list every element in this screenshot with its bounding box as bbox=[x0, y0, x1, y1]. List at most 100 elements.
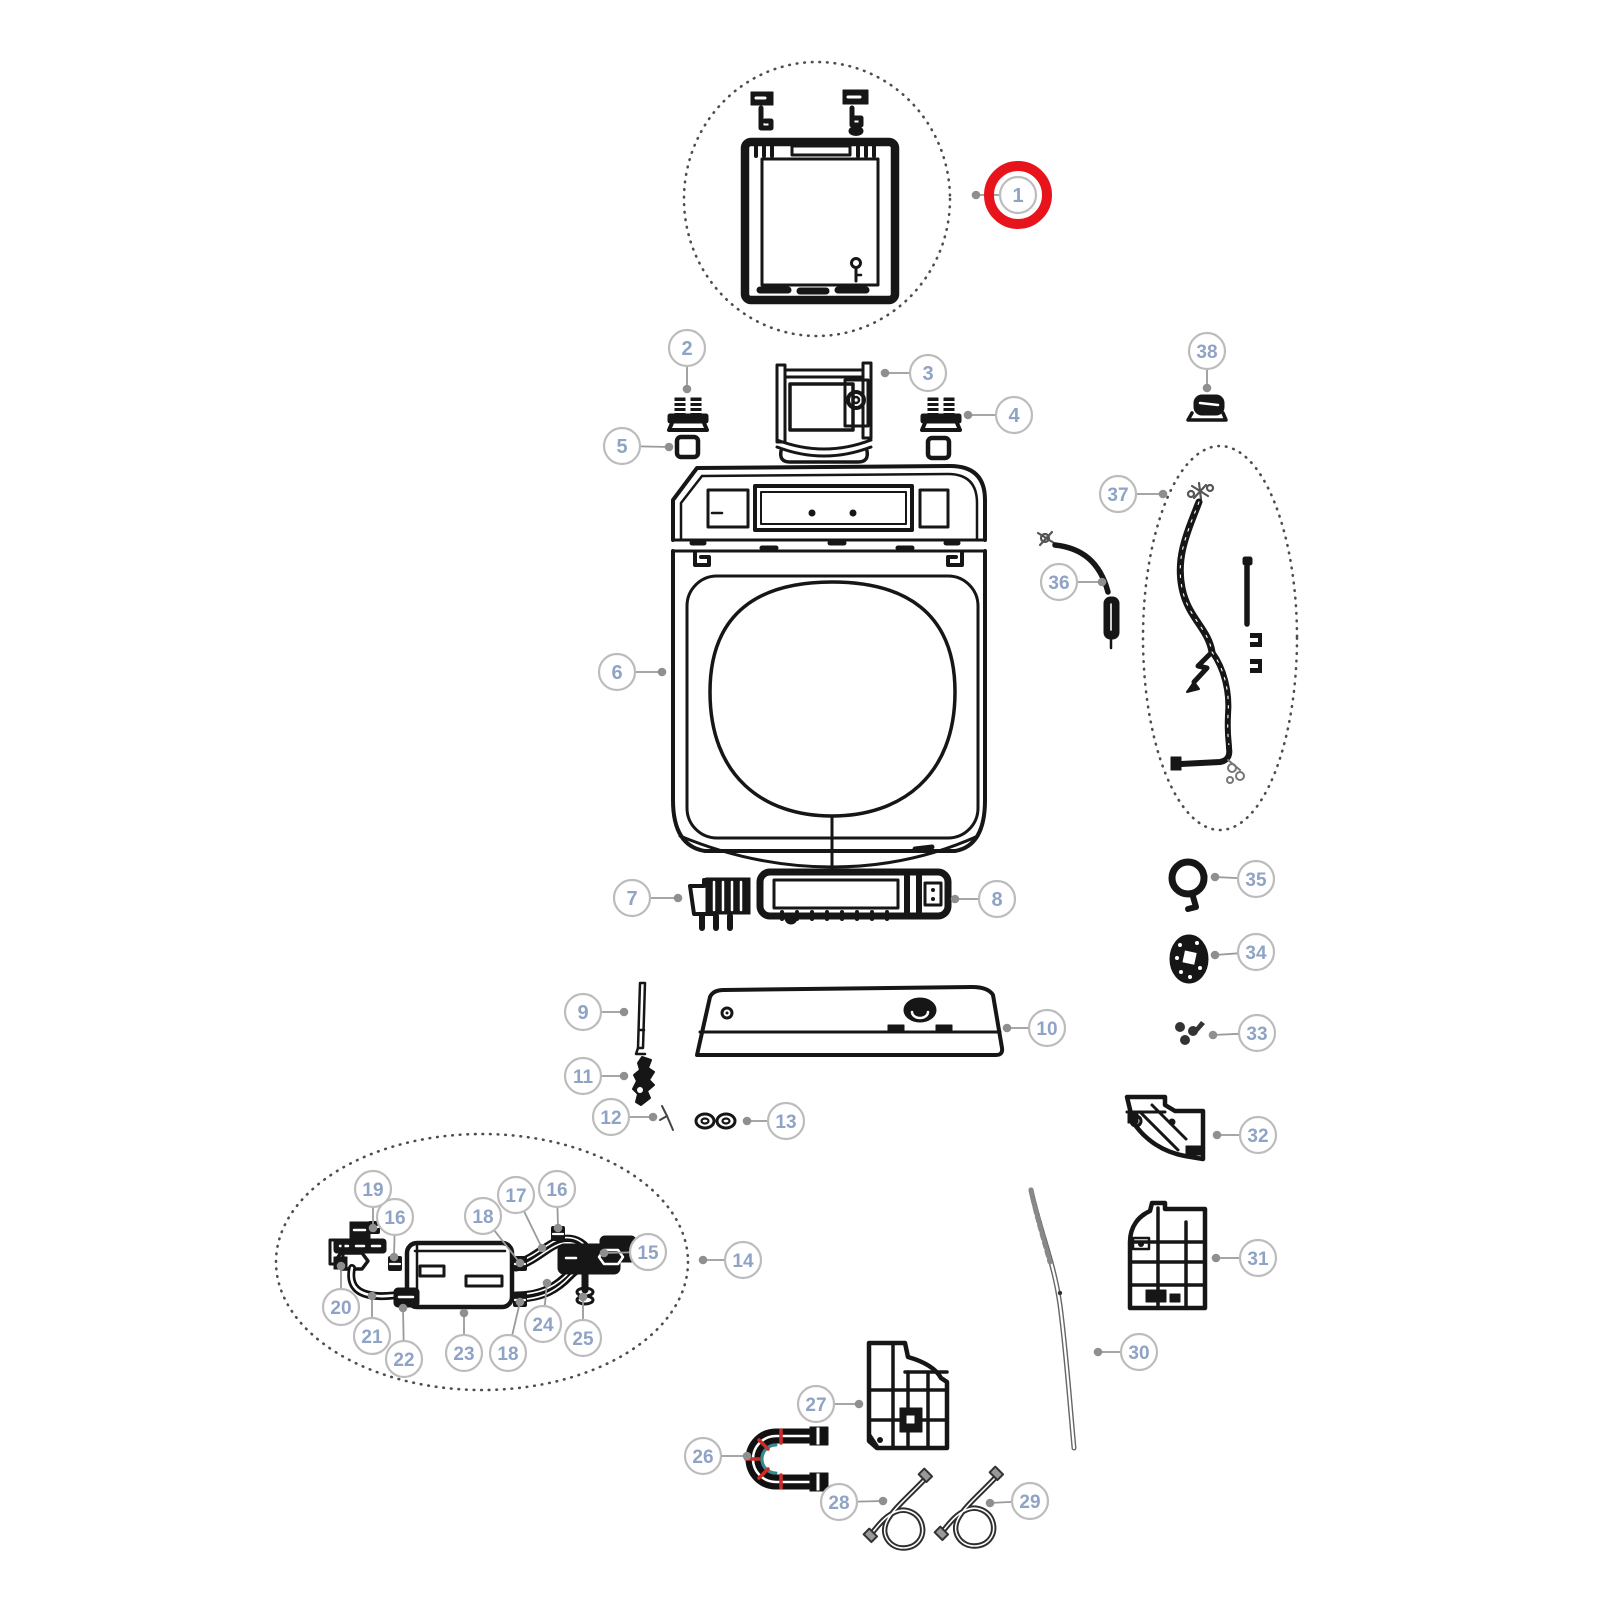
callout-36-circle[interactable] bbox=[1039, 562, 1079, 602]
callout-19[interactable]: 19 bbox=[353, 1169, 393, 1233]
callout-16-right[interactable]: 16 bbox=[537, 1169, 577, 1233]
callout-15-anchor-dot bbox=[599, 1248, 609, 1258]
callout-16-right-circle[interactable] bbox=[537, 1169, 577, 1209]
callout-38[interactable]: 38 bbox=[1187, 331, 1227, 393]
callout-5-circle[interactable] bbox=[602, 426, 642, 466]
callout-8[interactable]: 8 bbox=[950, 879, 1017, 919]
callout-30[interactable]: 30 bbox=[1093, 1332, 1159, 1372]
callout-18-bottom[interactable]: 18 bbox=[488, 1297, 528, 1373]
callout-16-left-circle[interactable] bbox=[375, 1197, 415, 1237]
group-inlet-valve-assembly-boundary bbox=[274, 1132, 690, 1392]
callout-33-circle[interactable] bbox=[1237, 1013, 1277, 1053]
callout-3[interactable]: 3 bbox=[880, 353, 948, 393]
callout-21[interactable]: 21 bbox=[352, 1291, 392, 1356]
callout-14-circle[interactable] bbox=[723, 1240, 763, 1280]
callout-27-circle[interactable] bbox=[796, 1384, 836, 1424]
callout-20[interactable]: 20 bbox=[321, 1261, 361, 1327]
callout-18-bottom-anchor-dot bbox=[515, 1297, 525, 1307]
callout-32-circle[interactable] bbox=[1238, 1115, 1278, 1155]
callout-2-circle[interactable] bbox=[667, 328, 707, 368]
callout-25-circle[interactable] bbox=[563, 1318, 603, 1358]
callout-6[interactable]: 6 bbox=[597, 652, 667, 692]
callout-2[interactable]: 2 bbox=[667, 328, 707, 394]
callout-9[interactable]: 9 bbox=[563, 992, 629, 1032]
callout-14[interactable]: 14 bbox=[698, 1240, 763, 1280]
callout-22-circle[interactable] bbox=[384, 1339, 424, 1379]
callout-13-circle[interactable] bbox=[766, 1101, 806, 1141]
callout-8-circle[interactable] bbox=[977, 879, 1017, 919]
callout-1[interactable]: 1 bbox=[971, 161, 1052, 229]
callout-18-bottom-number: 18 bbox=[497, 1344, 518, 1365]
callout-34-circle[interactable] bbox=[1236, 932, 1276, 972]
callout-32[interactable]: 32 bbox=[1212, 1115, 1278, 1155]
callout-38-circle[interactable] bbox=[1187, 331, 1227, 371]
callout-12[interactable]: 12 bbox=[591, 1097, 658, 1137]
callout-31[interactable]: 31 bbox=[1211, 1238, 1278, 1278]
callout-17-circle[interactable] bbox=[496, 1175, 536, 1215]
callout-15-circle[interactable] bbox=[628, 1232, 668, 1272]
callout-20-circle[interactable] bbox=[321, 1287, 361, 1327]
callout-27[interactable]: 27 bbox=[796, 1384, 864, 1424]
callout-29[interactable]: 29 bbox=[985, 1481, 1050, 1521]
callout-24-number: 24 bbox=[532, 1315, 554, 1336]
callout-18-top-circle[interactable] bbox=[463, 1196, 503, 1236]
callout-5-number: 5 bbox=[616, 436, 627, 458]
callout-28-circle[interactable] bbox=[819, 1482, 859, 1522]
callout-18-bottom-circle[interactable] bbox=[488, 1333, 528, 1373]
callout-28[interactable]: 28 bbox=[819, 1482, 888, 1522]
callout-24-circle[interactable] bbox=[523, 1304, 563, 1344]
callout-10[interactable]: 10 bbox=[1002, 1008, 1067, 1048]
callout-35-circle[interactable] bbox=[1236, 859, 1276, 899]
callout-27-anchor-dot bbox=[854, 1399, 864, 1409]
callout-10-circle[interactable] bbox=[1027, 1008, 1067, 1048]
callout-19-circle[interactable] bbox=[353, 1169, 393, 1209]
callout-10-anchor-dot bbox=[1002, 1023, 1012, 1033]
callout-15[interactable]: 15 bbox=[599, 1232, 668, 1272]
callout-31-anchor-dot bbox=[1211, 1253, 1221, 1263]
callout-16-left[interactable]: 16 bbox=[375, 1197, 415, 1262]
part-10-top-panel bbox=[695, 985, 1005, 1057]
callout-7[interactable]: 7 bbox=[612, 878, 683, 918]
callout-7-circle[interactable] bbox=[612, 878, 652, 918]
callout-6-circle[interactable] bbox=[597, 652, 637, 692]
callout-18-top[interactable]: 18 bbox=[463, 1196, 525, 1268]
part-5-pad-right bbox=[925, 435, 952, 461]
callout-37[interactable]: 37 bbox=[1098, 474, 1168, 514]
callout-25[interactable]: 25 bbox=[563, 1292, 603, 1358]
callout-33[interactable]: 33 bbox=[1208, 1013, 1277, 1053]
callout-5[interactable]: 5 bbox=[602, 426, 674, 466]
callout-1-circle[interactable] bbox=[998, 175, 1038, 215]
callout-13[interactable]: 13 bbox=[742, 1101, 806, 1141]
callout-34[interactable]: 34 bbox=[1210, 932, 1276, 972]
part-14-inlet-valve-assembly bbox=[328, 1221, 650, 1310]
callout-9-circle[interactable] bbox=[563, 992, 603, 1032]
callout-35[interactable]: 35 bbox=[1210, 859, 1276, 899]
callout-4[interactable]: 4 bbox=[963, 395, 1034, 435]
callout-8-anchor-dot bbox=[950, 894, 960, 904]
callout-23[interactable]: 23 bbox=[444, 1308, 484, 1373]
callout-34-number: 34 bbox=[1245, 943, 1267, 964]
callout-22[interactable]: 22 bbox=[384, 1303, 424, 1379]
callout-15-leader bbox=[603, 1251, 631, 1254]
part-9-lid-rod bbox=[634, 981, 647, 1056]
callout-12-circle[interactable] bbox=[591, 1097, 631, 1137]
callout-24[interactable]: 24 bbox=[523, 1278, 563, 1344]
part-31-side-panel bbox=[1127, 1200, 1208, 1311]
callout-36[interactable]: 36 bbox=[1039, 562, 1107, 602]
callout-11[interactable]: 11 bbox=[563, 1056, 629, 1096]
callout-3-circle[interactable] bbox=[908, 353, 948, 393]
callout-37-circle[interactable] bbox=[1098, 474, 1138, 514]
callout-21-number: 21 bbox=[361, 1327, 383, 1348]
callout-21-circle[interactable] bbox=[352, 1316, 392, 1356]
callout-30-circle[interactable] bbox=[1119, 1332, 1159, 1372]
callout-26[interactable]: 26 bbox=[683, 1436, 752, 1476]
callout-26-circle[interactable] bbox=[683, 1436, 723, 1476]
callout-29-circle[interactable] bbox=[1010, 1481, 1050, 1521]
callout-11-circle[interactable] bbox=[563, 1056, 603, 1096]
callout-17[interactable]: 17 bbox=[496, 1175, 547, 1253]
callout-31-circle[interactable] bbox=[1238, 1238, 1278, 1278]
callout-4-circle[interactable] bbox=[994, 395, 1034, 435]
callout-23-circle[interactable] bbox=[444, 1333, 484, 1373]
callout-32-number: 32 bbox=[1247, 1126, 1268, 1147]
